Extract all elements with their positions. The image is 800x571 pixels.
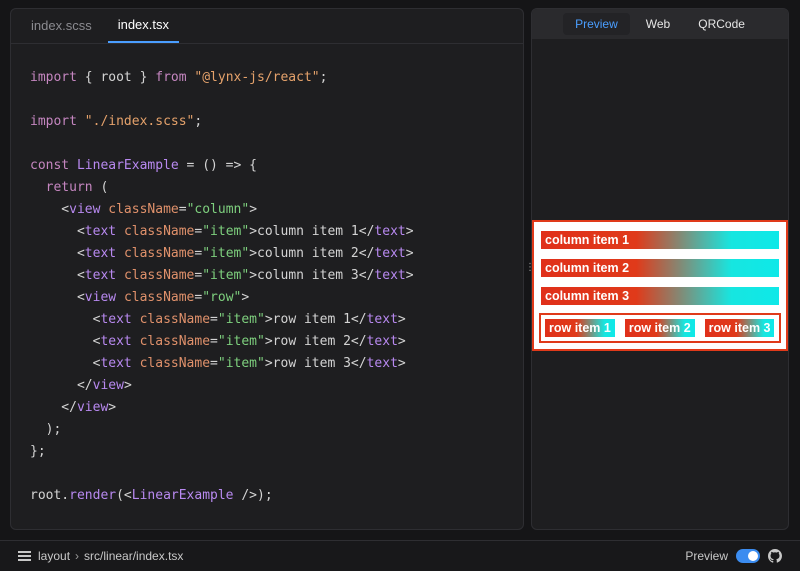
code-line: <text className="item">row item 1</text> xyxy=(30,312,406,327)
tab-preview[interactable]: Preview xyxy=(563,13,630,35)
column-item: column item 2 xyxy=(539,257,781,279)
preview-toggle-label: Preview xyxy=(685,549,728,563)
preview-toggle[interactable] xyxy=(736,549,760,563)
github-icon[interactable] xyxy=(768,549,782,563)
tab-index-tsx[interactable]: index.tsx xyxy=(107,9,180,43)
breadcrumb: layout › src/linear/index.tsx xyxy=(38,549,183,563)
preview-panel: Preview Web QRCode column item 1 column … xyxy=(531,8,789,530)
code-line xyxy=(30,89,414,111)
list-icon[interactable] xyxy=(18,550,31,562)
breadcrumb-root[interactable]: layout xyxy=(38,549,71,563)
preview-tab-bar: Preview Web QRCode xyxy=(532,9,788,39)
tab-qrcode[interactable]: QRCode xyxy=(698,17,745,31)
row-container: row item 1 row item 2 row item 3 xyxy=(539,313,781,343)
code-line: root.render(<LinearExample />); xyxy=(30,488,273,503)
code-line: ); xyxy=(30,422,62,437)
code-line: <text className="item">row item 3</text> xyxy=(30,356,406,371)
row-item: row item 1 xyxy=(543,317,617,339)
status-right: Preview xyxy=(685,549,782,563)
code-line: return ( xyxy=(45,180,109,195)
code-line: <text className="item">column item 1</te… xyxy=(30,224,414,239)
code-line: const LinearExample = () => { xyxy=(30,158,257,173)
code-line: <text className="item">column item 3</te… xyxy=(30,268,414,283)
chevron-right-icon: › xyxy=(75,549,80,563)
status-bar: layout › src/linear/index.tsx Preview xyxy=(0,540,800,571)
preview-canvas: column item 1 column item 2 column item … xyxy=(532,220,788,351)
code-line xyxy=(30,463,414,485)
code-line: <text className="item">column item 2</te… xyxy=(30,246,414,261)
code-line: <view className="row"> xyxy=(30,290,250,305)
row-item: row item 3 xyxy=(702,317,777,339)
code-line: <view className="column"> xyxy=(30,202,258,217)
code-area[interactable]: import { root } from "@lynx-js/react"; i… xyxy=(30,67,414,507)
code-editor-panel: index.scss index.tsx import { root } fro… xyxy=(10,8,524,530)
code-line: import { root } from "@lynx-js/react"; xyxy=(30,70,328,85)
tab-web[interactable]: Web xyxy=(645,17,671,31)
tab-index-scss[interactable]: index.scss xyxy=(31,18,92,33)
code-line xyxy=(30,133,414,155)
column-item: column item 3 xyxy=(539,285,781,307)
code-line: }; xyxy=(30,444,46,459)
row-item: row item 2 xyxy=(622,317,697,339)
code-line: <text className="item">row item 2</text> xyxy=(30,334,406,349)
code-line: </view> xyxy=(30,400,117,415)
breadcrumb-path[interactable]: src/linear/index.tsx xyxy=(84,549,184,563)
column-item: column item 1 xyxy=(539,229,781,251)
drag-handle-icon[interactable]: ⋮ xyxy=(525,262,535,273)
code-line: import "./index.scss"; xyxy=(30,114,203,129)
editor-tab-bar: index.scss index.tsx xyxy=(11,9,523,44)
code-line: </view> xyxy=(30,378,132,393)
